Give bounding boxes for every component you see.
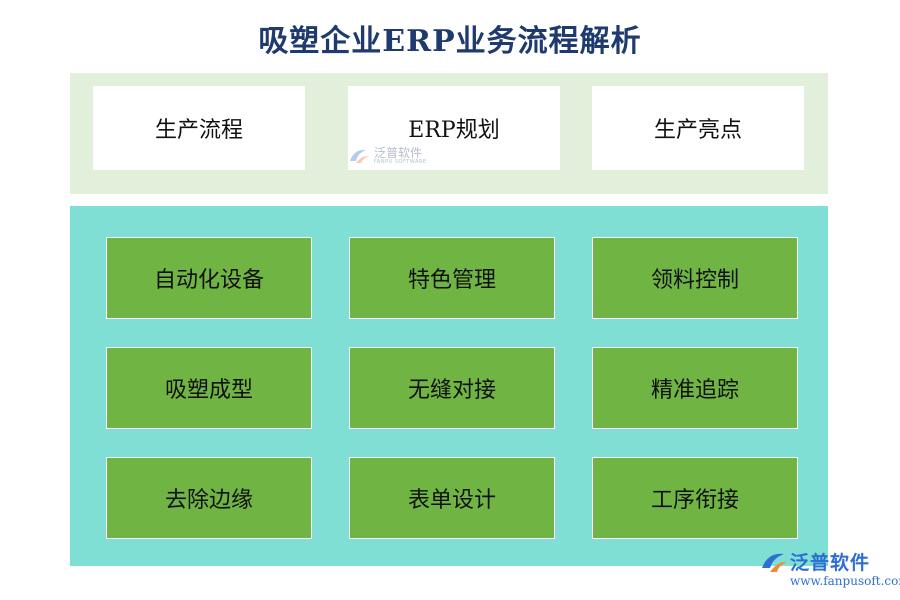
cell-automation-equipment: 自动化设备 xyxy=(106,237,312,319)
watermark-sub: FANPU SOFTWARE xyxy=(374,159,427,165)
brand-name: 泛普软件 xyxy=(790,552,871,574)
brand-logo-icon xyxy=(762,553,787,572)
watermark-logo-icon xyxy=(350,149,369,163)
watermark-name: 泛普软件 xyxy=(374,146,423,160)
diagram-title: 吸塑企业ERP业务流程解析 xyxy=(258,24,642,59)
brand-logo-block: 泛普软件 www.fanpusoft.com xyxy=(760,546,900,592)
cell-seamless-integration: 无缝对接 xyxy=(349,347,555,429)
top-band: 生产流程 ERP规划 生产亮点 xyxy=(70,73,828,194)
cell-precise-tracking: 精准追踪 xyxy=(592,347,798,429)
cell-edge-removal: 去除边缘 xyxy=(106,457,312,539)
cell-process-connection: 工序衔接 xyxy=(592,457,798,539)
watermark: 泛普软件 FANPU SOFTWARE xyxy=(348,147,427,165)
top-box-erp-planning: ERP规划 xyxy=(348,86,560,170)
cell-special-management: 特色管理 xyxy=(349,237,555,319)
top-box-production-process: 生产流程 xyxy=(93,86,305,170)
cell-blister-forming: 吸塑成型 xyxy=(106,347,312,429)
brand-url: www.fanpusoft.com xyxy=(790,574,900,588)
cell-form-design: 表单设计 xyxy=(349,457,555,539)
cell-material-control: 领料控制 xyxy=(592,237,798,319)
top-box-production-highlights: 生产亮点 xyxy=(592,86,804,170)
bottom-band: 自动化设备 特色管理 领料控制 吸塑成型 无缝对接 精准追踪 去除边缘 表单设计… xyxy=(70,206,828,566)
